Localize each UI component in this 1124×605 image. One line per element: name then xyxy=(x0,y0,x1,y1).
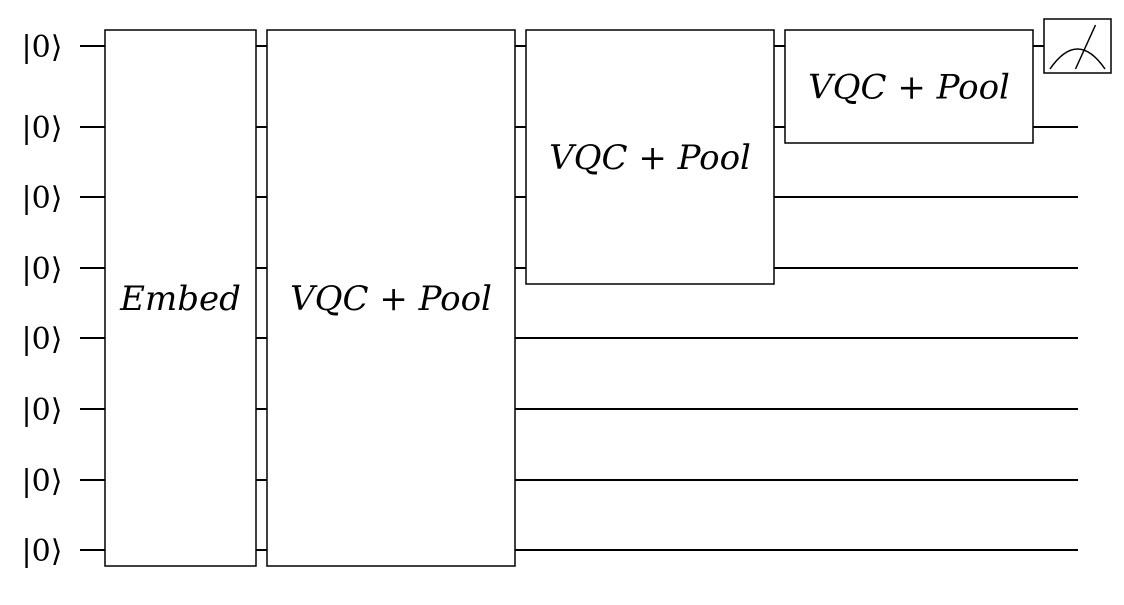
qubit-init-label: |0⟩ xyxy=(22,252,63,287)
vqc-pool-gate: VQC + Pool xyxy=(784,29,1034,144)
qubit-init-label: |0⟩ xyxy=(22,30,63,65)
gate-box xyxy=(525,29,775,285)
vqc-pool-gate: VQC + Pool xyxy=(266,29,516,567)
gate-label: VQC + Pool xyxy=(549,138,751,178)
gate-label: Embed xyxy=(119,279,241,319)
gate-label: VQC + Pool xyxy=(290,279,492,319)
qubit-init-label: |0⟩ xyxy=(22,464,63,499)
gate-box xyxy=(104,29,257,567)
qubit-init-label: |0⟩ xyxy=(22,322,63,357)
qubit-init-label: |0⟩ xyxy=(22,393,63,428)
meter-needle xyxy=(1074,24,1097,70)
embed-gate: Embed xyxy=(104,29,257,567)
measurement-meter-icon xyxy=(1043,18,1112,74)
gate-label: VQC + Pool xyxy=(808,68,1010,108)
qubit-labels: |0⟩ |0⟩ |0⟩ |0⟩ |0⟩ |0⟩ |0⟩ |0⟩ xyxy=(22,30,63,569)
gate-box xyxy=(266,29,516,567)
qubit-init-label: |0⟩ xyxy=(22,111,63,146)
qubit-init-label: |0⟩ xyxy=(22,534,63,569)
vqc-pool-gate: VQC + Pool xyxy=(525,29,775,285)
gate-box xyxy=(784,29,1034,144)
qubit-init-label: |0⟩ xyxy=(22,181,63,216)
meter-arc xyxy=(1049,48,1106,70)
